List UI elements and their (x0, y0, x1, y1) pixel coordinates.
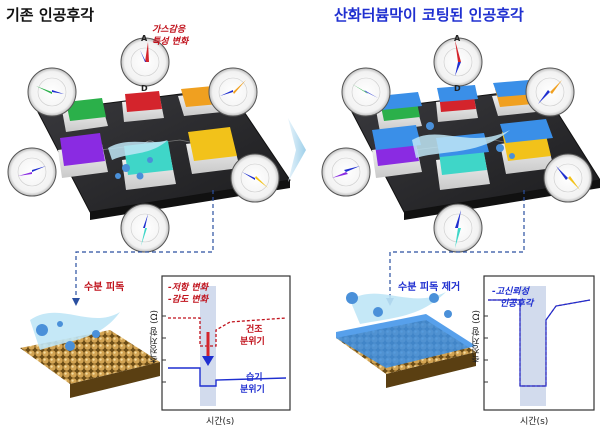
right-connector-line (389, 190, 525, 300)
chart-note-resistance: -저항 변화 (168, 283, 208, 293)
radar-dial-left-lower (7, 147, 57, 197)
left-chart-ylabel: 측정저항 (Ω) (150, 310, 160, 363)
left-chart-xlabel: 시간(s) (206, 417, 235, 427)
radar-dial-bottom (120, 203, 170, 253)
left-sensor-array (37, 86, 291, 220)
right-radar-dial-bottom (433, 203, 483, 253)
right-title: 산화터븀막이 코팅된 인공후각 (334, 6, 524, 24)
right-chart-ylabel: 측정저항 (Ω) (472, 310, 482, 363)
moisture-removal-label: 수분 피독 제거 (398, 282, 461, 293)
right-radar-dial-left-lower (321, 147, 371, 197)
right-radar-dial-top (433, 37, 483, 87)
left-response-chart (161, 275, 291, 411)
dry-atmosphere-label-2: 분위기 (240, 337, 265, 347)
left-radar-dials (7, 37, 280, 253)
coated-sensor-purple (372, 125, 422, 178)
right-radar-dial-right-lower (543, 153, 593, 203)
gas-sensitivity-label-2: 특성 변화 (152, 37, 189, 47)
dial-top-axis-d: D (141, 84, 148, 93)
coated-sensor-green (376, 92, 422, 132)
coated-sensor-orange (492, 80, 536, 116)
coated-sensor-yellow (500, 119, 554, 174)
sensor-yellow (186, 127, 240, 174)
coated-sensor-red (436, 85, 478, 122)
right-dial-top-axis-d: D (454, 84, 461, 93)
right-radar-dial-left-upper (341, 67, 391, 117)
right-dial-top-axis-a: A (454, 34, 461, 43)
right-radar-dial-right-upper (525, 67, 575, 117)
radar-dial-left-upper (27, 67, 77, 117)
right-chart-xlabel: 시간(s) (520, 417, 549, 427)
reliability-note-2: 인공후각 (500, 299, 534, 309)
left-connector-line (75, 190, 214, 300)
left-title: 기존 인공후각 (6, 6, 95, 24)
moisture-poisoning-label: 수분 피독 (84, 282, 125, 293)
radar-dial-right-lower (230, 153, 280, 203)
sensor-green (62, 98, 108, 132)
sensor-purple (58, 133, 108, 178)
dry-atmosphere-label-1: 건조 (246, 325, 263, 335)
reliability-note-1: -고신뢰성 (492, 287, 529, 297)
dial-top-axis-a: A (141, 34, 148, 43)
right-response-chart (483, 275, 595, 411)
radar-dial-right-upper (208, 67, 258, 117)
sensor-red (122, 91, 164, 122)
chart-note-sensitivity: -감도 변화 (168, 295, 208, 305)
right-surface-detail (336, 292, 476, 388)
left-surface-detail (20, 312, 160, 398)
right-radar-dials (321, 37, 593, 253)
transition-arrow (288, 118, 306, 182)
radar-dial-top (120, 37, 170, 87)
humid-atmosphere-label-2: 분위기 (240, 385, 265, 395)
humid-atmosphere-label-1: 습기 (246, 373, 263, 383)
gas-sensitivity-label-1: 가스감응 (152, 25, 186, 35)
